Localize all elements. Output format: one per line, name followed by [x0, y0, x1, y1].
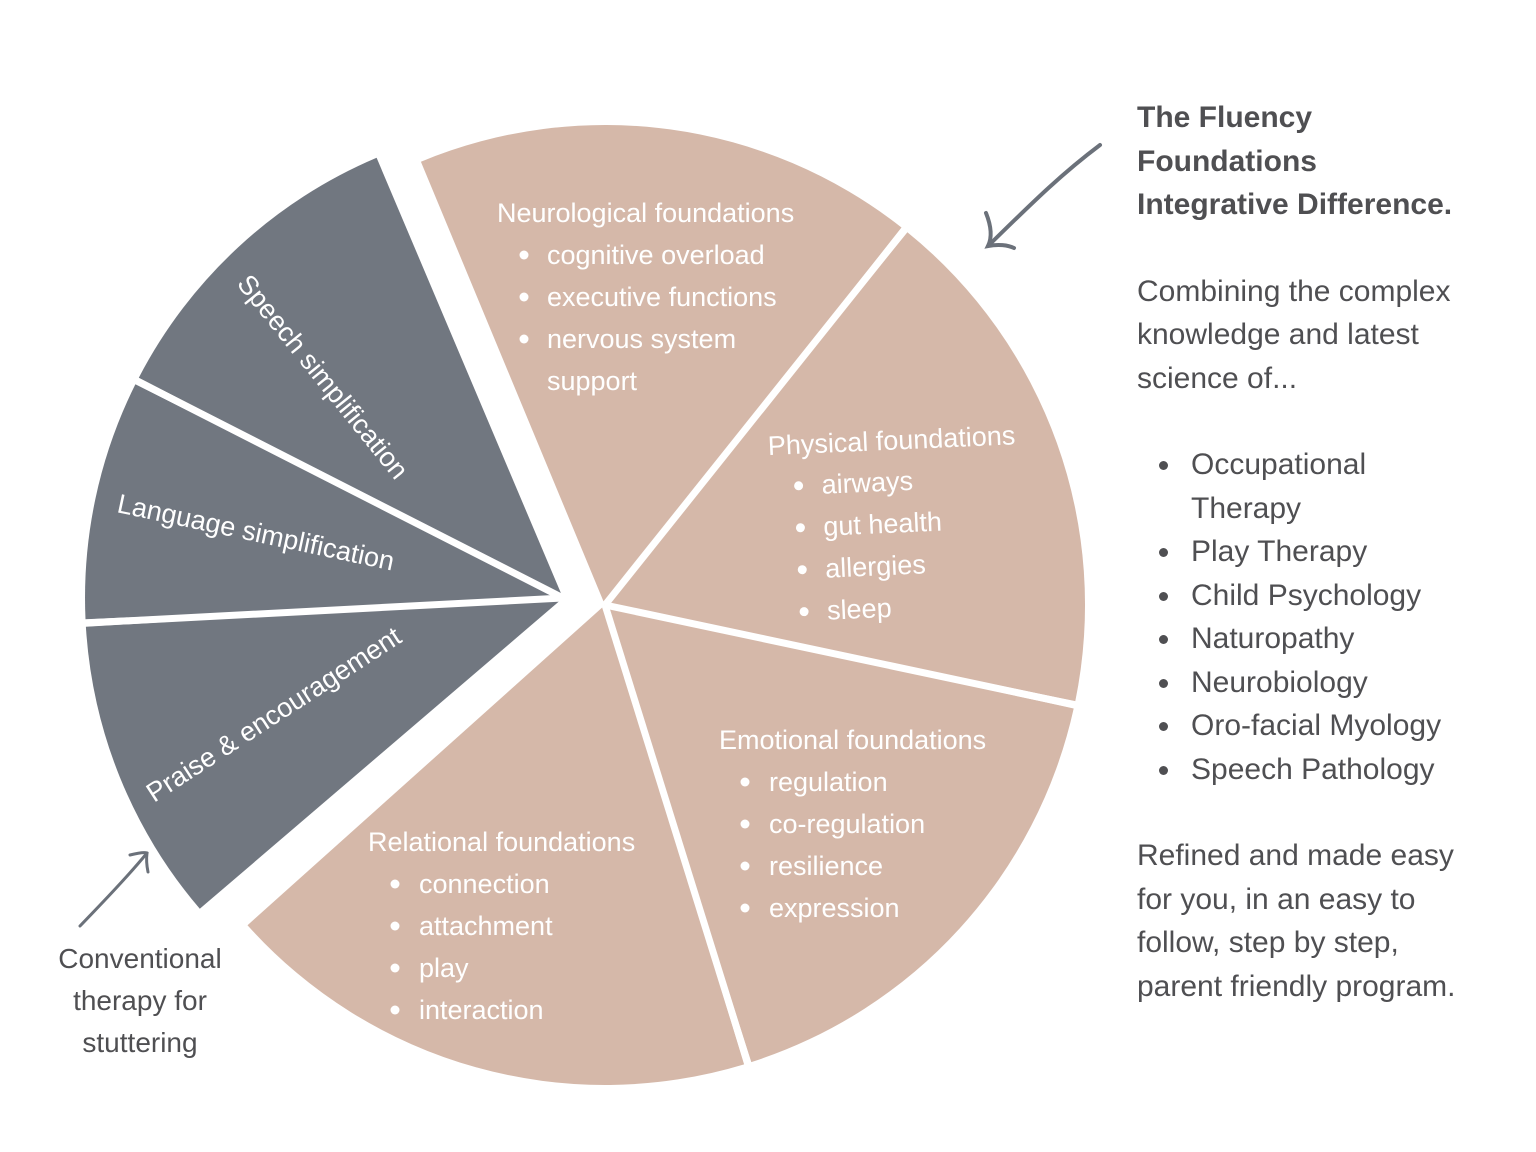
- title-line: Integrative Difference.: [1137, 188, 1453, 221]
- neurological-item: executive functions: [547, 282, 777, 312]
- bullet-icon: [740, 903, 750, 913]
- caption-line: Conventional: [58, 943, 222, 974]
- outro-line: parent friendly program.: [1137, 969, 1456, 1003]
- slice-divider: [604, 601, 1086, 711]
- relational-item: play: [419, 953, 469, 983]
- slice-divider: [602, 219, 914, 608]
- bullet-icon: [519, 250, 529, 260]
- neurological-text: Neurological foundations cognitive overl…: [497, 198, 794, 396]
- emotional-item: resilience: [769, 851, 883, 881]
- bullet-icon: [519, 292, 529, 302]
- outro-line: for you, in an easy to: [1137, 882, 1416, 916]
- bullet-icon: [799, 607, 809, 617]
- neurological-item: cognitive overload: [547, 240, 765, 270]
- discipline-item: Oro-facial Myology: [1159, 704, 1517, 748]
- discipline-item: Neurobiology: [1159, 661, 1517, 705]
- emotional-item: regulation: [769, 767, 888, 797]
- title-line: Foundations: [1137, 144, 1317, 178]
- slice-speech-simplification: [138, 157, 564, 599]
- bullet-icon: [740, 777, 750, 787]
- bullet-icon: [390, 879, 400, 889]
- slice-physical: [605, 232, 1086, 702]
- outro-line: Refined and made easy: [1137, 839, 1454, 872]
- slice-language-simplification: [85, 384, 563, 620]
- physical-item: sleep: [826, 593, 892, 626]
- bullet-icon: [740, 861, 750, 871]
- slice-relational: [247, 605, 745, 1085]
- conventional-therapy-caption: Conventional therapy for stuttering: [40, 938, 240, 1064]
- panel-intro: Combining the complex knowledge and late…: [1137, 270, 1517, 401]
- neurological-item-continued: support: [547, 366, 638, 396]
- slice-divider: [75, 594, 564, 628]
- physical-item: gut health: [823, 507, 943, 542]
- physical-item: allergies: [825, 549, 927, 583]
- outro-line: follow, step by step,: [1137, 926, 1399, 959]
- neurological-title: Neurological foundations: [497, 198, 794, 228]
- relational-title: Relational foundations: [368, 827, 635, 857]
- intro-line: science of...: [1137, 361, 1298, 395]
- slice-divider: [601, 603, 755, 1074]
- relational-item: attachment: [419, 911, 553, 941]
- caption-line: stuttering: [82, 1027, 198, 1058]
- relational-item: interaction: [419, 995, 544, 1025]
- emotional-text: Emotional foundations regulation co-regu…: [719, 725, 986, 923]
- emotional-title: Emotional foundations: [719, 725, 986, 755]
- bullet-icon: [390, 921, 400, 931]
- discipline-item: Speech Pathology: [1159, 748, 1517, 792]
- arrow-to-integrative-icon: [984, 143, 1102, 250]
- bullet-icon: [795, 523, 805, 533]
- slice-praise-encouragement: [85, 598, 564, 909]
- panel-title: The Fluency Foundations Integrative Diff…: [1137, 96, 1517, 227]
- slice-neurological: [420, 124, 902, 606]
- discipline-item: Child Psychology: [1159, 574, 1517, 618]
- slice-divider: [126, 373, 565, 602]
- bullet-icon: [740, 819, 750, 829]
- intro-line: knowledge and latest: [1137, 318, 1419, 351]
- intro-line: Combining the complex: [1137, 274, 1451, 308]
- relational-text: Relational foundations connection attach…: [368, 827, 635, 1025]
- emotional-item: expression: [769, 893, 900, 923]
- caption-line: therapy for: [73, 985, 207, 1016]
- disciplines-list: Occupational Therapy Play Therapy Child …: [1137, 443, 1517, 791]
- discipline-item: Naturopathy: [1159, 617, 1517, 661]
- bullet-icon: [390, 1005, 400, 1015]
- bullet-icon: [519, 334, 529, 344]
- bullet-icon: [390, 963, 400, 973]
- bullet-icon: [794, 481, 804, 491]
- bullet-icon: [797, 565, 807, 575]
- slice-emotional: [605, 605, 1074, 1063]
- emotional-item: co-regulation: [769, 809, 925, 839]
- relational-item: connection: [419, 869, 550, 899]
- arrow-to-conventional-icon: [78, 851, 150, 928]
- discipline-item: Play Therapy: [1159, 530, 1517, 574]
- title-line: The Fluency: [1137, 101, 1313, 134]
- panel-outro: Refined and made easy for you, in an eas…: [1137, 834, 1517, 1008]
- discipline-item: Occupational Therapy: [1159, 443, 1391, 530]
- integrative-difference-panel: The Fluency Foundations Integrative Diff…: [1137, 96, 1517, 1008]
- physical-item: airways: [821, 466, 914, 500]
- neurological-item: nervous system: [547, 324, 736, 354]
